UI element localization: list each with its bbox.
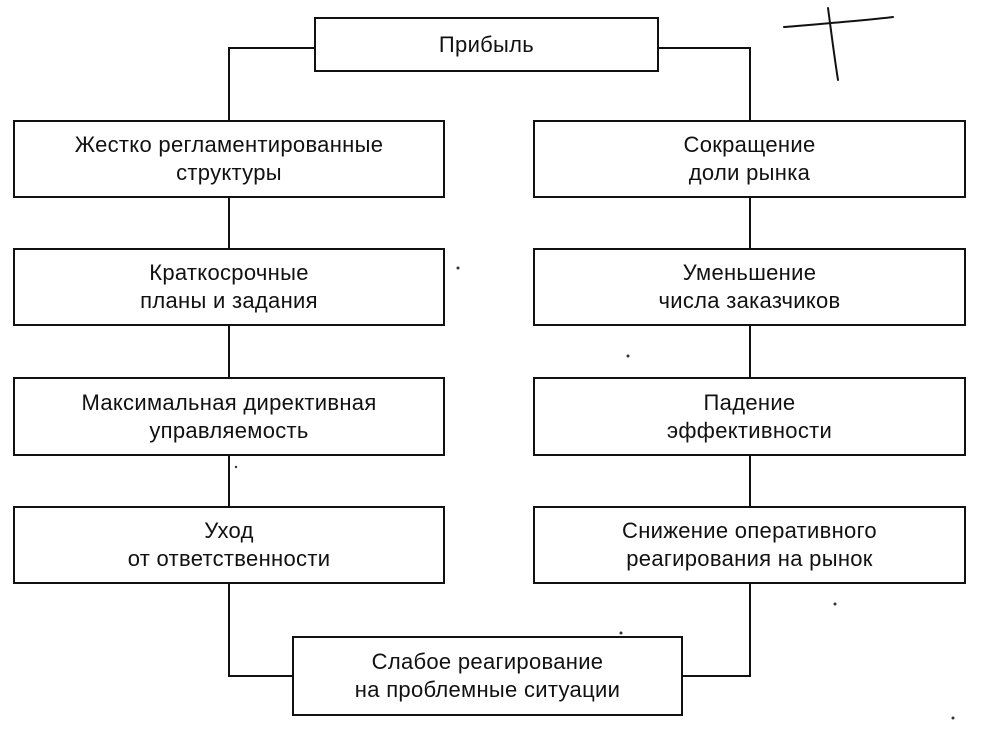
connector-right-bottom: [682, 583, 751, 677]
box-max-directive-control-line1: Максимальная директивная: [81, 389, 377, 415]
box-market-share-decline: Сокращение доли рынка: [533, 120, 966, 198]
connector-top-left: [228, 47, 315, 120]
box-rigid-structures-line1: Жестко регламентированные: [74, 132, 384, 157]
connector-top-right: [658, 47, 751, 120]
box-profit: Прибыль: [314, 17, 659, 72]
scan-speck: [619, 631, 623, 635]
box-rigid-structures-line2: структуры: [176, 160, 282, 185]
box-efficiency-drop-line1: Падение: [703, 389, 796, 415]
box-weak-problem-response-line2: на проблемные ситуации: [354, 677, 621, 702]
handwritten-cross-stroke: [827, 7, 839, 81]
scan-speck: [234, 465, 238, 469]
box-max-directive-control-line2: управляемость: [149, 417, 309, 443]
box-weak-problem-response: Слабое реагирование на проблемные ситуац…: [292, 636, 683, 716]
box-avoiding-responsibility: Уход от ответственности: [13, 506, 445, 584]
scan-speck: [833, 602, 837, 606]
box-fewer-customers-line1: Уменьшение: [682, 260, 817, 285]
box-market-share-decline-line2: доли рынка: [688, 160, 811, 185]
box-short-term-plans-line1: Краткосрочные: [149, 260, 309, 285]
box-avoiding-responsibility-line1: Уход: [204, 518, 254, 543]
box-market-share-decline-line1: Сокращение: [683, 132, 816, 157]
box-avoiding-responsibility-line2: от ответственности: [127, 546, 331, 571]
box-profit-label: Прибыль: [438, 31, 535, 57]
box-short-term-plans-line2: планы и задания: [140, 288, 318, 313]
box-max-directive-control: Максимальная директивная управляемость: [13, 377, 445, 456]
box-fewer-customers: Уменьшение числа заказчиков: [533, 248, 966, 326]
box-short-term-plans: Краткосрочные планы и задания: [13, 248, 445, 326]
box-efficiency-drop: Падение эффективности: [533, 377, 966, 456]
scan-speck: [626, 354, 630, 358]
box-slower-market-response-line2: реагирования на рынок: [626, 546, 873, 571]
box-weak-problem-response-line1: Слабое реагирование: [371, 649, 604, 674]
box-efficiency-drop-line2: эффективности: [666, 417, 833, 443]
handwritten-cross-mark: [783, 16, 894, 28]
box-slower-market-response-line1: Снижение оперативного: [622, 518, 877, 543]
box-slower-market-response: Снижение оперативного реагирования на ры…: [533, 506, 966, 584]
box-rigid-structures: Жестко регламентированные структуры: [13, 120, 445, 198]
scan-speck: [951, 716, 955, 720]
scan-speck: [456, 266, 460, 270]
box-fewer-customers-line2: числа заказчиков: [658, 288, 841, 313]
connector-left-bottom: [228, 583, 293, 677]
